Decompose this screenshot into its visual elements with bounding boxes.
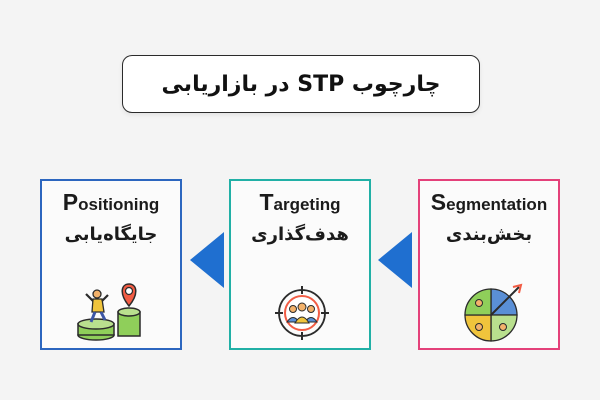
positioning-label-fa: جایگاه‌یابی (64, 224, 158, 245)
targeting-label-fa: هدف‌گذاری (251, 224, 349, 245)
segmented-dartboard-icon (464, 283, 523, 342)
flow-arrow-right (378, 232, 412, 288)
segmentation-label: Segmentation (430, 189, 548, 215)
positioning-label: Positioning (62, 189, 160, 215)
flow-arrow-left (190, 232, 224, 288)
card-positioning: Positioning جایگاه‌یابی (40, 179, 182, 350)
diagram-title: چارچوب STP در بازاریابی (161, 71, 441, 97)
card-targeting: Targeting هدف‌گذاری (229, 179, 371, 350)
targeting-label: Targeting (259, 189, 341, 215)
title-box: چارچوب STP در بازاریابی (122, 55, 480, 113)
climbing-success-icon (77, 283, 141, 341)
target-audience-icon (275, 286, 329, 340)
card-segmentation: Segmentation بخش‌بندی (418, 179, 560, 350)
segmentation-label-fa: بخش‌بندی (445, 224, 533, 245)
